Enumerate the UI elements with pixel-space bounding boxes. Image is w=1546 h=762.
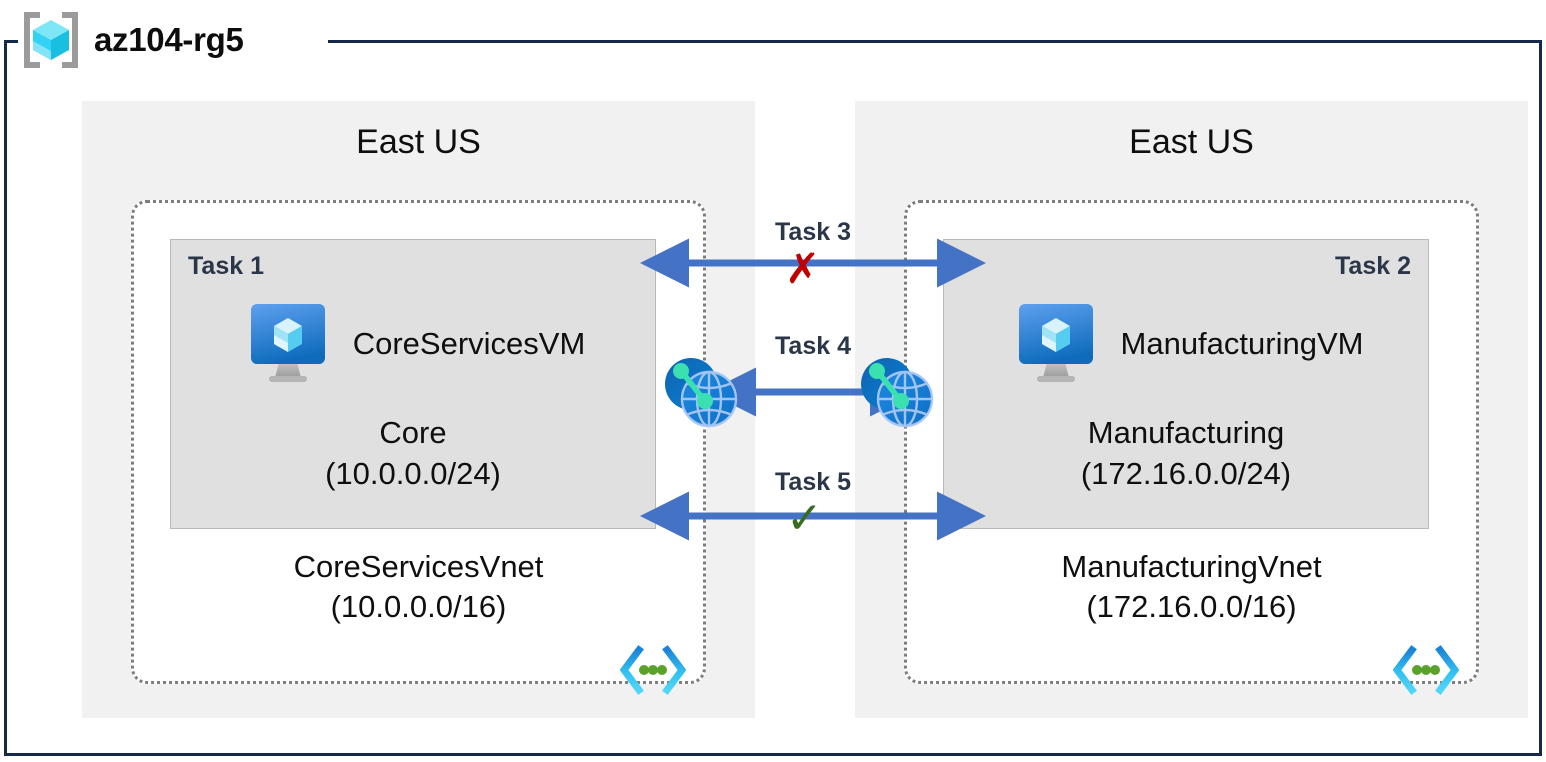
connector-label-task3: Task 3 xyxy=(775,218,851,246)
subnet-label: Core (10.0.0.0/24) xyxy=(325,415,501,491)
vnet-chevrons-icon xyxy=(1392,645,1460,695)
resource-group-frame xyxy=(4,40,1542,756)
connector-label-task4: Task 4 xyxy=(775,332,851,360)
vnet-peering-icon xyxy=(858,355,936,429)
green-check-icon: ✓ xyxy=(786,493,823,544)
subnet-manufacturing[interactable]: Task 2 xyxy=(943,239,1429,529)
virtual-machine-icon xyxy=(241,302,335,386)
region-panel-manufacturing: East US Task 2 xyxy=(855,101,1528,718)
subnet-label: Manufacturing (172.16.0.0/24) xyxy=(1080,415,1292,491)
region-label: East US xyxy=(356,123,481,161)
connector-arrow-task3 xyxy=(640,238,986,288)
virtual-machine-icon xyxy=(1009,302,1103,386)
region-panel-core: East US Task 1 xyxy=(82,101,755,718)
connector-arrow-task5 xyxy=(640,491,986,541)
vnet-manufacturingvnet[interactable]: Task 2 xyxy=(904,200,1479,695)
connector-arrow-task4 xyxy=(707,367,919,417)
red-x-icon: ✗ xyxy=(785,245,821,292)
resource-group-title-notch xyxy=(18,28,328,54)
resource-group-cube-icon xyxy=(20,11,82,69)
connector-label-task5: Task 5 xyxy=(775,468,851,496)
resource-group-header: az104-rg5 xyxy=(20,8,244,72)
vnet-coreservicesvnet[interactable]: Task 1 xyxy=(131,200,706,695)
subnet-core[interactable]: Task 1 xyxy=(170,239,656,529)
resource-group-name: az104-rg5 xyxy=(94,21,244,58)
vm-manufacturingvm[interactable]: ManufacturingVM xyxy=(944,302,1428,386)
task-tag-2: Task 2 xyxy=(1335,252,1411,280)
vm-name: ManufacturingVM xyxy=(1120,326,1364,361)
vnet-label: CoreServicesVnet (10.0.0.0/16) xyxy=(293,549,544,624)
vm-coreservicesvm[interactable]: CoreServicesVM xyxy=(171,302,655,386)
vm-name: CoreServicesVM xyxy=(352,326,586,361)
task-tag-1: Task 1 xyxy=(188,252,264,280)
vnet-chevrons-icon xyxy=(619,645,687,695)
region-label: East US xyxy=(1129,123,1254,161)
vnet-label: ManufacturingVnet (172.16.0.0/16) xyxy=(1061,549,1322,624)
vnet-peering-icon xyxy=(662,355,740,429)
